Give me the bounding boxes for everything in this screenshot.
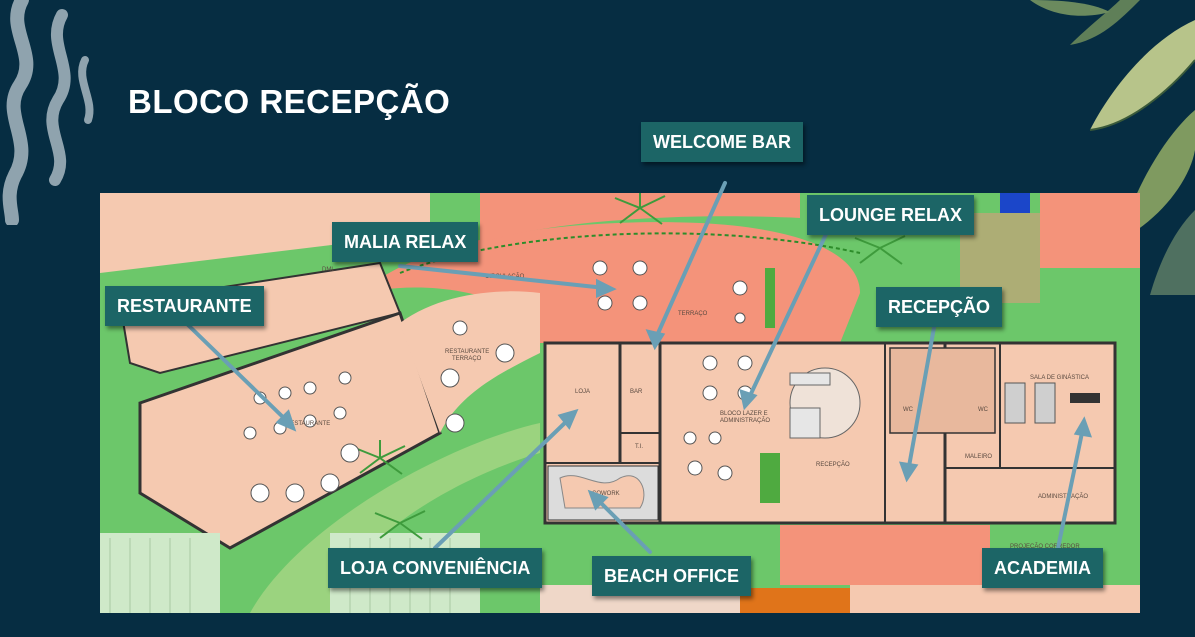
plan-label-maleiro: MALEIRO <box>965 454 992 460</box>
plan-label-dml: DML <box>322 267 335 273</box>
plan-label-loja: LOJA <box>575 389 590 395</box>
plan-label-administracao: ADMINISTRAÇÃO <box>1038 493 1088 500</box>
plan-label-wc-1: WC <box>903 407 914 413</box>
callout-welcome-bar: WELCOME BAR <box>641 122 803 162</box>
leaf-decoration <box>1030 0 1195 295</box>
wave-decoration <box>2 0 94 225</box>
plan-label-cowork: COWORK <box>592 491 620 497</box>
plan-label-bloco-lazer-1: BLOCO LAZER E <box>720 411 768 417</box>
callout-restaurante: RESTAURANTE <box>105 286 264 326</box>
plan-label-terraco: TERRAÇO <box>678 311 708 317</box>
callout-lounge-relax: LOUNGE RELAX <box>807 195 975 235</box>
callout-loja-conveniencia: LOJA CONVENIÊNCIA <box>328 548 543 588</box>
plan-label-restaurante: RESTAURANTE <box>286 421 330 427</box>
callout-malia-relax: MALIA RELAX <box>332 222 479 262</box>
plan-label-ti: T.I. <box>635 444 643 450</box>
page-title: BLOCO RECEPÇÃO <box>128 83 451 120</box>
callout-beach-office: BEACH OFFICE <box>592 556 751 596</box>
plan-label-restaurante-terraco-2: TERRAÇO <box>452 356 482 362</box>
plan-label-recepcao: RECEPÇÃO <box>816 461 850 468</box>
plan-label-wc-2: WC <box>978 407 989 413</box>
plan-label-restaurante-terraco-1: RESTAURANTE <box>445 349 489 355</box>
plan-label-bloco-lazer-2: ADMINISTRAÇÃO <box>720 417 770 424</box>
callout-academia: ACADEMIA <box>982 548 1103 588</box>
callout-recepcao: RECEPÇÃO <box>876 287 1003 327</box>
plan-label-bar: BAR <box>630 389 643 395</box>
plan-label-circulacao: CIRCULAÇÃO <box>485 273 525 280</box>
plan-label-projecao: PROJEÇÃO CORREDOR <box>1010 543 1080 550</box>
plan-label-sala-ginastica: SALA DE GINÁSTICA <box>1030 374 1089 381</box>
